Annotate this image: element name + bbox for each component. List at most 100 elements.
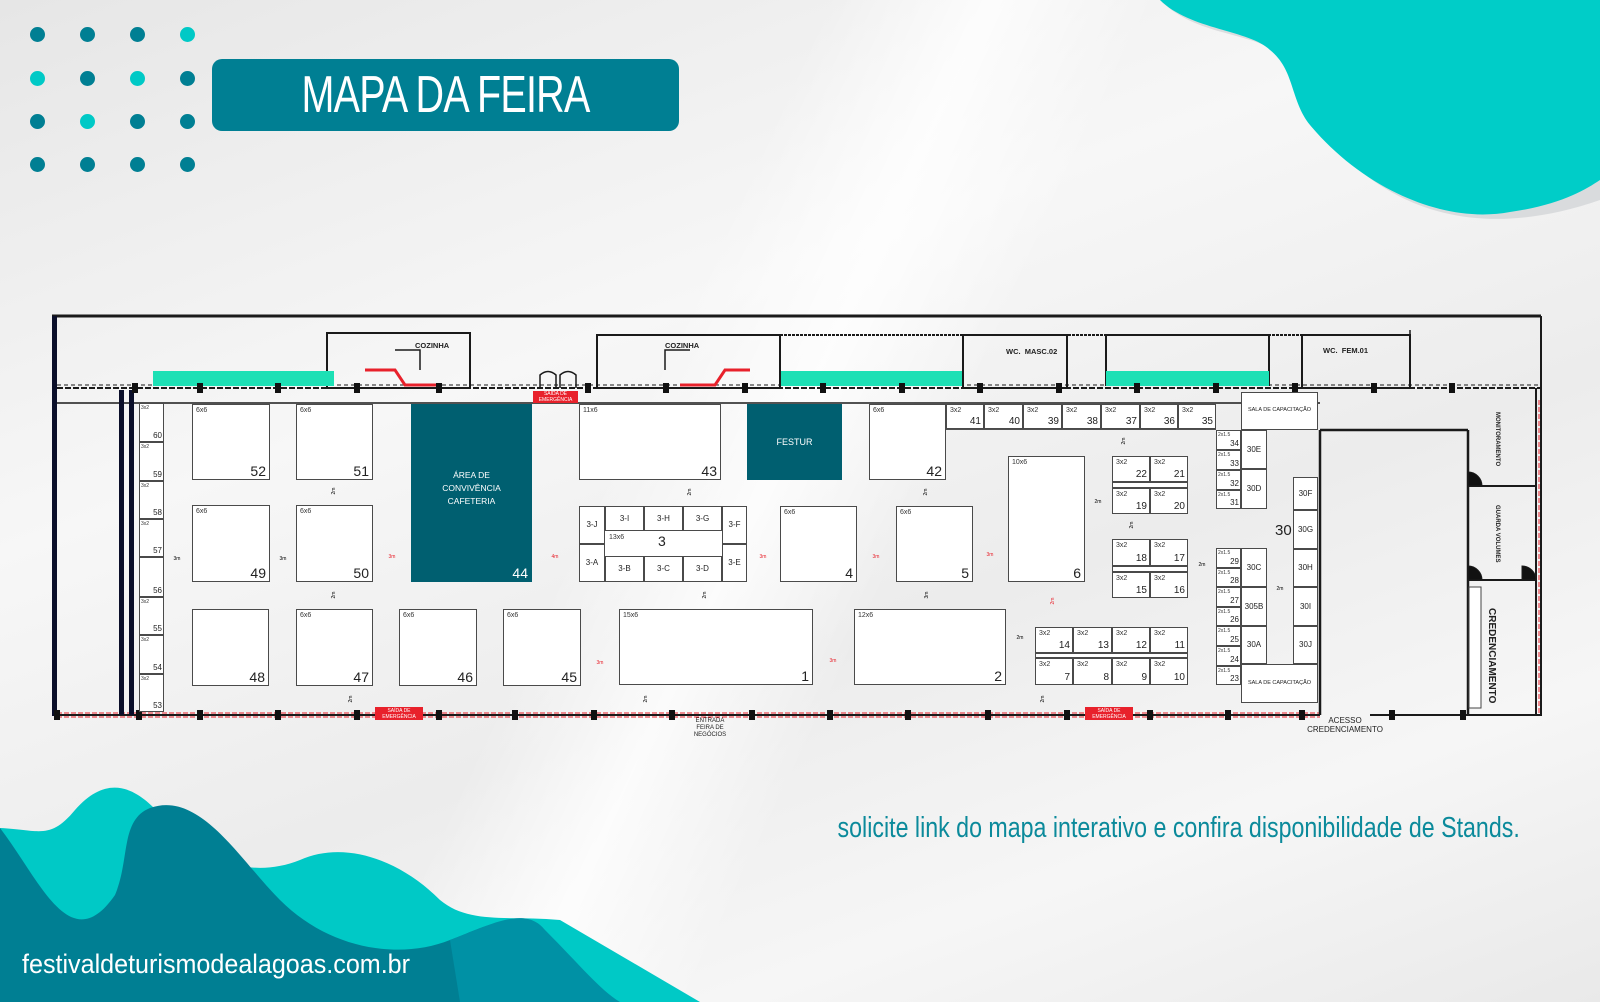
sub-stand-3-d[interactable]: 3-D	[683, 556, 722, 582]
sub-stand-3-e[interactable]: 3-E	[722, 544, 747, 582]
sub-stand-3-a[interactable]: 3-A	[579, 544, 605, 582]
pillar	[1134, 383, 1140, 393]
stand-number: 2	[994, 668, 1002, 684]
sub-stand-305b[interactable]: 305B	[1241, 587, 1267, 626]
sub-stand-3-i[interactable]: 3-I	[605, 506, 644, 531]
sub-stand-30c[interactable]: 30C	[1241, 548, 1267, 587]
luggage-room-label: GUARDA VOLUMES	[1494, 505, 1500, 563]
sub-stand-3-g[interactable]: 3-G	[683, 506, 722, 531]
sub-stand-3-j[interactable]: 3-J	[579, 506, 605, 544]
sub-stand-label: 3-I	[619, 513, 630, 523]
sub-stand-label: 3-A	[585, 558, 599, 567]
sub-stand-3-h[interactable]: 3-H	[644, 506, 683, 531]
access-line2: CREDENCIAMENTO	[1307, 725, 1383, 734]
stand-48[interactable]: 48	[192, 609, 269, 686]
stand-size: 3x2	[141, 599, 150, 605]
sub-stand-label: 30E	[1246, 444, 1262, 454]
stand-number: 59	[153, 470, 162, 479]
stand-number: 48	[249, 669, 265, 685]
stand-number: 17	[1173, 553, 1185, 564]
stand-size: 2x1.5	[1218, 570, 1231, 576]
pillar	[354, 383, 360, 393]
stand-size: 3x2	[1066, 407, 1078, 414]
training-room-bottom[interactable]: SALA DE CAPACITAÇÃO	[1241, 664, 1318, 703]
stand-size: 11x6	[583, 407, 598, 414]
distance-marker: 3m	[388, 554, 396, 560]
sub-stand-30i[interactable]: 30I	[1293, 587, 1318, 626]
sub-stand-30a[interactable]: 30A	[1241, 626, 1267, 664]
sub-stand-30j[interactable]: 30J	[1293, 626, 1318, 664]
sub-stand-30h[interactable]: 30H	[1293, 549, 1318, 587]
website-link[interactable]: festivaldeturismodealagoas.com.br	[22, 949, 411, 979]
stand-44-cafeteria[interactable]: ÁREA DE CONVIVÊNCIA CAFETERIA 44	[411, 404, 532, 582]
stand-56[interactable]: 56	[139, 557, 164, 597]
stand-number: 21	[1173, 469, 1185, 480]
stand-number: 26	[1230, 615, 1239, 624]
sub-stand-30d[interactable]: 30D	[1241, 469, 1267, 509]
sub-stand-30e[interactable]: 30E	[1241, 430, 1267, 469]
training-room-top[interactable]: SALA DE CAPACITAÇÃO	[1241, 392, 1318, 430]
stand-festur[interactable]: FESTUR	[747, 404, 842, 480]
sub-stand-3-b[interactable]: 3-B	[605, 556, 644, 582]
sub-stand-3-f[interactable]: 3-F	[722, 506, 747, 544]
sub-stand-30g[interactable]: 30G	[1293, 510, 1318, 549]
sub-stand-30f[interactable]: 30F	[1293, 477, 1318, 510]
sub-stand-3-c[interactable]: 3-C	[644, 556, 683, 582]
